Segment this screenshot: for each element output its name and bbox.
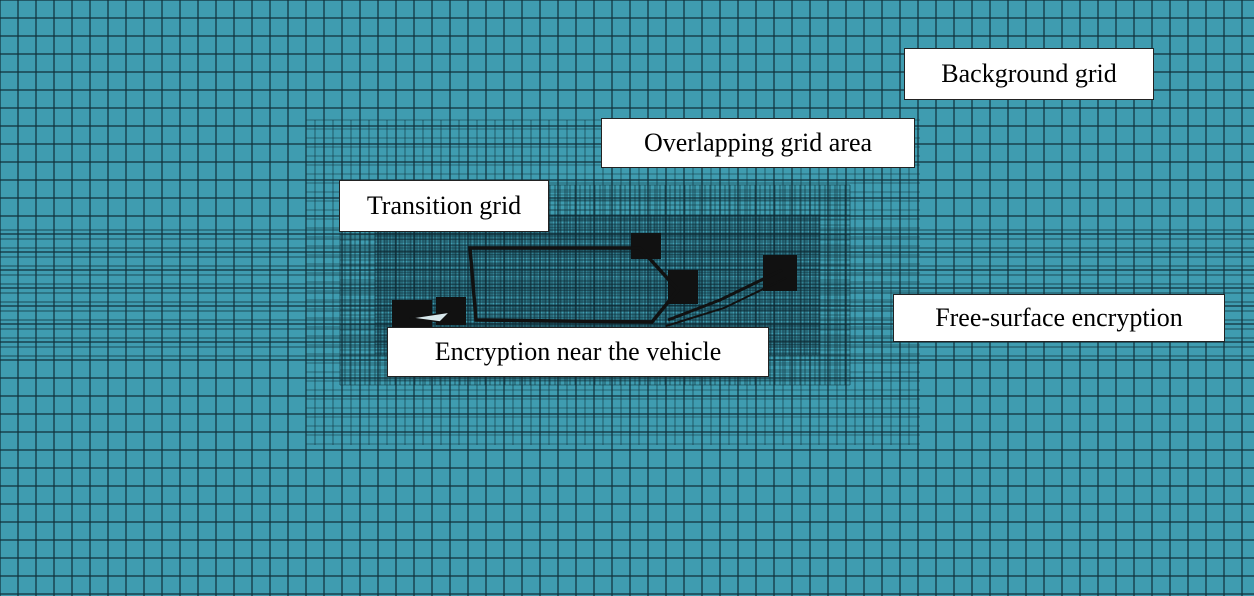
label-background-grid: Background grid: [904, 48, 1154, 100]
refinement-block-appendage: [763, 255, 797, 291]
vehicle-appendage-arm-lower: [665, 277, 787, 327]
vehicle-hull-outline: [468, 246, 681, 324]
label-transition-grid: Transition grid: [339, 180, 549, 232]
label-free-surface-encryption: Free-surface encryption: [893, 294, 1225, 342]
label-encryption-near-vehicle: Encryption near the vehicle: [387, 327, 769, 377]
rear-fin-outline: [409, 310, 453, 323]
vehicle-appendage-arm: [667, 268, 783, 322]
label-overlapping-grid-area: Overlapping grid area: [601, 118, 915, 168]
